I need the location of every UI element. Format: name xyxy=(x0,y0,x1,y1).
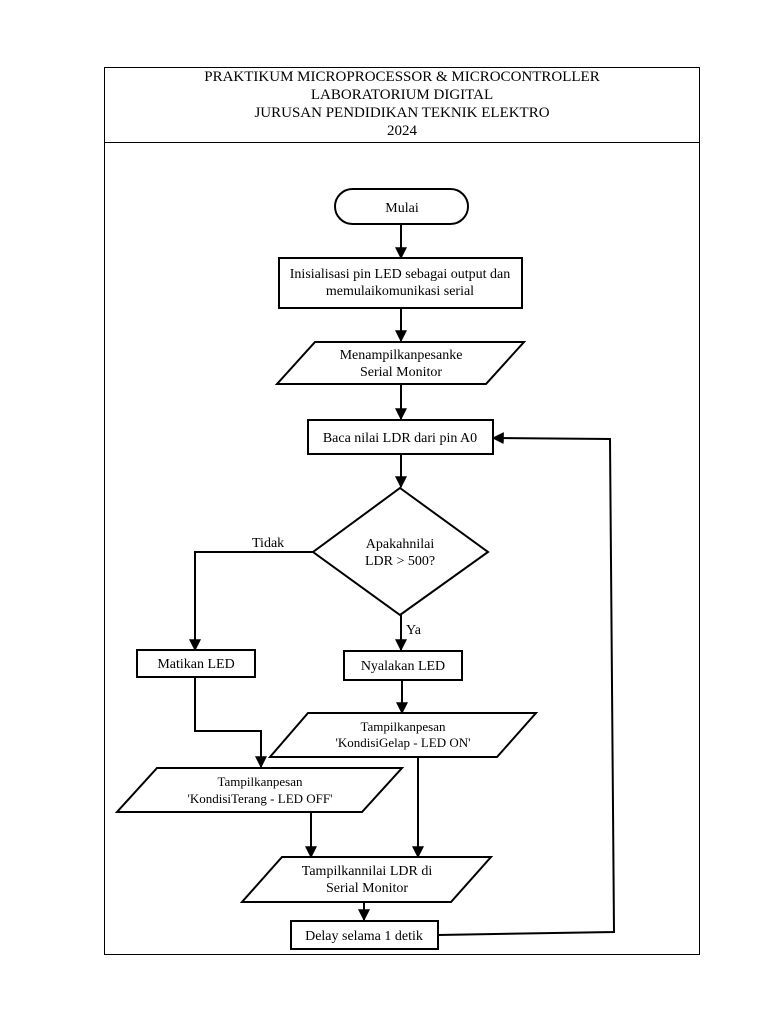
show-ldr-label-1: Tampilkannilai LDR di xyxy=(302,864,433,879)
led-on-label: Nyalakan LED xyxy=(361,659,445,674)
show-message-io: Menampilkanpesanke Serial Monitor xyxy=(274,341,527,385)
header-line-4: 2024 xyxy=(387,123,417,139)
show-msg-label-2: Serial Monitor xyxy=(360,365,442,380)
init-label-1: Inisialisasi pin LED sebagai output dan xyxy=(290,267,510,282)
show-msg-label-1: Menampilkanpesanke xyxy=(340,348,463,363)
led-off-label: Matikan LED xyxy=(157,657,234,672)
header-line-2: LABORATORIUM DIGITAL xyxy=(310,87,494,103)
arrow-loop-back xyxy=(437,432,616,936)
document-header: PRAKTIKUM MICROPROCESSOR & MICROCONTROLL… xyxy=(104,68,700,140)
header-separator xyxy=(104,142,700,143)
show-ldr-io: Tampilkannilai LDR di Serial Monitor xyxy=(239,856,494,903)
led-off-process: Matikan LED xyxy=(136,649,256,678)
read-ldr-process: Baca nilai LDR dari pin A0 xyxy=(307,419,494,455)
delay-label: Delay selama 1 detik xyxy=(305,929,423,944)
arrow-decision-no xyxy=(189,551,313,652)
label-ya: Ya xyxy=(406,623,422,638)
dark-msg-label-2: 'KondisiGelap - LED ON' xyxy=(335,735,470,750)
decision-label-1: Apakahnilai xyxy=(366,537,435,552)
start-terminator: Mulai xyxy=(334,188,469,225)
dark-msg-label-1: Tampilkanpesan xyxy=(360,719,446,734)
decision-label-2: LDR > 500? xyxy=(365,554,435,569)
read-ldr-label: Baca nilai LDR dari pin A0 xyxy=(323,431,477,446)
header-line-1: PRAKTIKUM MICROPROCESSOR & MICROCONTROLL… xyxy=(204,69,600,85)
connectors xyxy=(189,224,616,936)
dark-message-io: Tampilkanpesan 'KondisiGelap - LED ON' xyxy=(267,712,539,758)
start-label: Mulai xyxy=(385,201,419,216)
arrow-off-bright xyxy=(194,677,267,769)
init-label-2: memulaikomunikasi serial xyxy=(326,284,474,299)
bright-msg-label-2: 'KondisiTerang - LED OFF' xyxy=(188,791,333,806)
led-on-process: Nyalakan LED xyxy=(343,650,463,681)
decision-diamond: Apakahnilai LDR > 500? xyxy=(311,486,490,617)
bright-msg-label-1: Tampilkanpesan xyxy=(217,774,303,789)
show-ldr-label-2: Serial Monitor xyxy=(326,881,408,896)
delay-process: Delay selama 1 detik xyxy=(290,920,439,950)
init-process: Inisialisasi pin LED sebagai output dan … xyxy=(278,257,523,309)
header-line-3: JURUSAN PENDIDIKAN TEKNIK ELEKTRO xyxy=(254,105,550,121)
bright-message-io: Tampilkanpesan 'KondisiTerang - LED OFF' xyxy=(114,767,405,813)
label-tidak: Tidak xyxy=(252,536,284,551)
page-frame xyxy=(104,67,700,955)
